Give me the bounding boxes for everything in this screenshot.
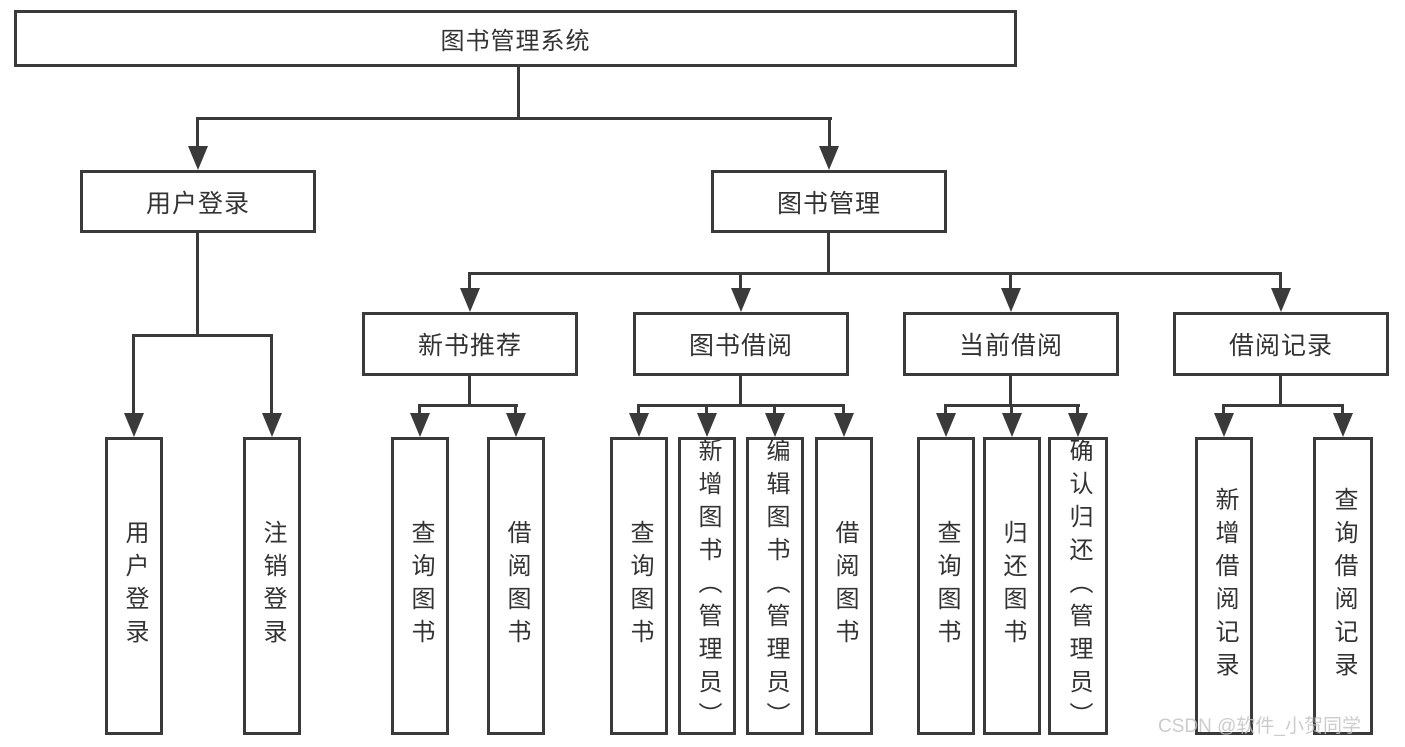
connector-line: [1222, 404, 1225, 416]
node-label: 用户登录: [145, 189, 250, 218]
node-user-login: 用户登录: [80, 170, 316, 233]
leaf-label: 查询图书: [407, 520, 434, 652]
node-label: 图书借阅: [688, 332, 793, 360]
connector-line: [132, 334, 273, 337]
arrow-down-icon: [697, 413, 717, 437]
connector-line: [1279, 274, 1282, 292]
leaf-query-books-current: 查询图书: [917, 437, 975, 735]
leaf-confirm-return-admin: 确认归还（管理员）: [1048, 437, 1108, 735]
arrow-down-icon: [936, 413, 956, 437]
connector-line: [418, 404, 518, 407]
connector-line: [827, 233, 830, 275]
connector-line: [828, 117, 831, 149]
node-book-borrowing: 图书借阅: [633, 312, 849, 376]
connector-line: [468, 376, 471, 407]
connector-line: [270, 334, 273, 416]
leaf-label: 确认归还（管理员）: [1065, 437, 1092, 735]
connector-line: [1279, 376, 1282, 407]
node-label: 当前借阅: [958, 332, 1063, 360]
leaf-add-books-admin: 新增图书（管理员）: [678, 437, 736, 735]
arrow-down-icon: [410, 413, 430, 437]
connector-line: [637, 404, 640, 416]
leaf-label: 注销登录: [259, 520, 286, 652]
leaf-label: 借阅图书: [503, 520, 530, 652]
arrow-down-icon: [1271, 288, 1291, 312]
arrow-down-icon: [262, 413, 282, 437]
connector-line: [1222, 404, 1344, 407]
leaf-logout: 注销登录: [243, 437, 301, 735]
leaf-edit-books-admin: 编辑图书（管理员）: [746, 437, 804, 735]
arrow-down-icon: [188, 146, 208, 170]
node-borrowing-records: 借阅记录: [1173, 312, 1389, 376]
leaf-label: 新增图书（管理员）: [694, 437, 721, 735]
connector-line: [842, 404, 845, 416]
leaf-label: 借阅图书: [831, 520, 858, 652]
connector-line: [517, 66, 520, 120]
connector-line: [196, 117, 199, 149]
leaf-return-books: 归还图书: [983, 437, 1041, 735]
connector-line: [1009, 274, 1012, 292]
connector-line: [705, 404, 708, 416]
connector-line: [1009, 376, 1012, 407]
leaf-user-login: 用户登录: [105, 437, 163, 735]
arrow-down-icon: [834, 413, 854, 437]
connector-line: [196, 233, 199, 337]
connector-line: [1076, 404, 1079, 416]
leaf-borrow-books: 借阅图书: [815, 437, 873, 735]
node-current-borrowing: 当前借阅: [903, 312, 1119, 376]
arrow-down-icon: [1333, 413, 1353, 437]
arrow-down-icon: [1002, 413, 1022, 437]
node-new-book-recommend: 新书推荐: [362, 312, 578, 376]
node-library-management-system: 图书管理系统: [14, 10, 1017, 67]
connector-line: [739, 274, 742, 292]
leaf-label: 新增借阅记录: [1211, 487, 1238, 685]
leaf-label: 查询图书: [933, 520, 960, 652]
node-label: 图书管理: [776, 189, 881, 218]
arrow-down-icon: [731, 288, 751, 312]
connector-line: [637, 404, 845, 407]
arrow-down-icon: [1001, 288, 1021, 312]
leaf-query-books-recommend: 查询图书: [391, 437, 449, 735]
leaf-query-books-borrow: 查询图书: [610, 437, 668, 735]
leaf-borrow-books-recommend: 借阅图书: [487, 437, 545, 735]
leaf-query-borrow-record: 查询借阅记录: [1313, 437, 1373, 735]
connector-line: [418, 404, 421, 416]
leaf-label: 查询图书: [626, 520, 653, 652]
connector-line: [132, 334, 135, 416]
arrow-down-icon: [1068, 413, 1088, 437]
node-label: 图书管理系统: [440, 28, 591, 55]
connector-line: [739, 376, 742, 407]
connector-line: [514, 404, 517, 416]
connector-line: [468, 274, 471, 292]
connector-line: [196, 117, 832, 120]
node-label: 新书推荐: [417, 332, 522, 360]
connector-line: [1341, 404, 1344, 416]
arrow-down-icon: [1214, 413, 1234, 437]
csdn-watermark: CSDN @软件_小贺同学: [1158, 716, 1361, 737]
leaf-label: 归还图书: [999, 520, 1026, 652]
node-book-management: 图书管理: [711, 170, 947, 233]
connector-line: [773, 404, 776, 416]
connector-line: [944, 404, 947, 416]
arrow-down-icon: [819, 146, 839, 170]
arrow-down-icon: [460, 288, 480, 312]
connector-line: [1010, 404, 1013, 416]
leaf-add-borrow-record: 新增借阅记录: [1195, 437, 1253, 735]
leaf-label: 编辑图书（管理员）: [762, 437, 789, 735]
leaf-label: 用户登录: [121, 520, 148, 652]
node-label: 借阅记录: [1228, 332, 1333, 360]
arrow-down-icon: [124, 413, 144, 437]
leaf-label: 查询借阅记录: [1330, 487, 1357, 685]
arrow-down-icon: [765, 413, 785, 437]
arrow-down-icon: [506, 413, 526, 437]
arrow-down-icon: [629, 413, 649, 437]
connector-line: [468, 272, 1282, 275]
